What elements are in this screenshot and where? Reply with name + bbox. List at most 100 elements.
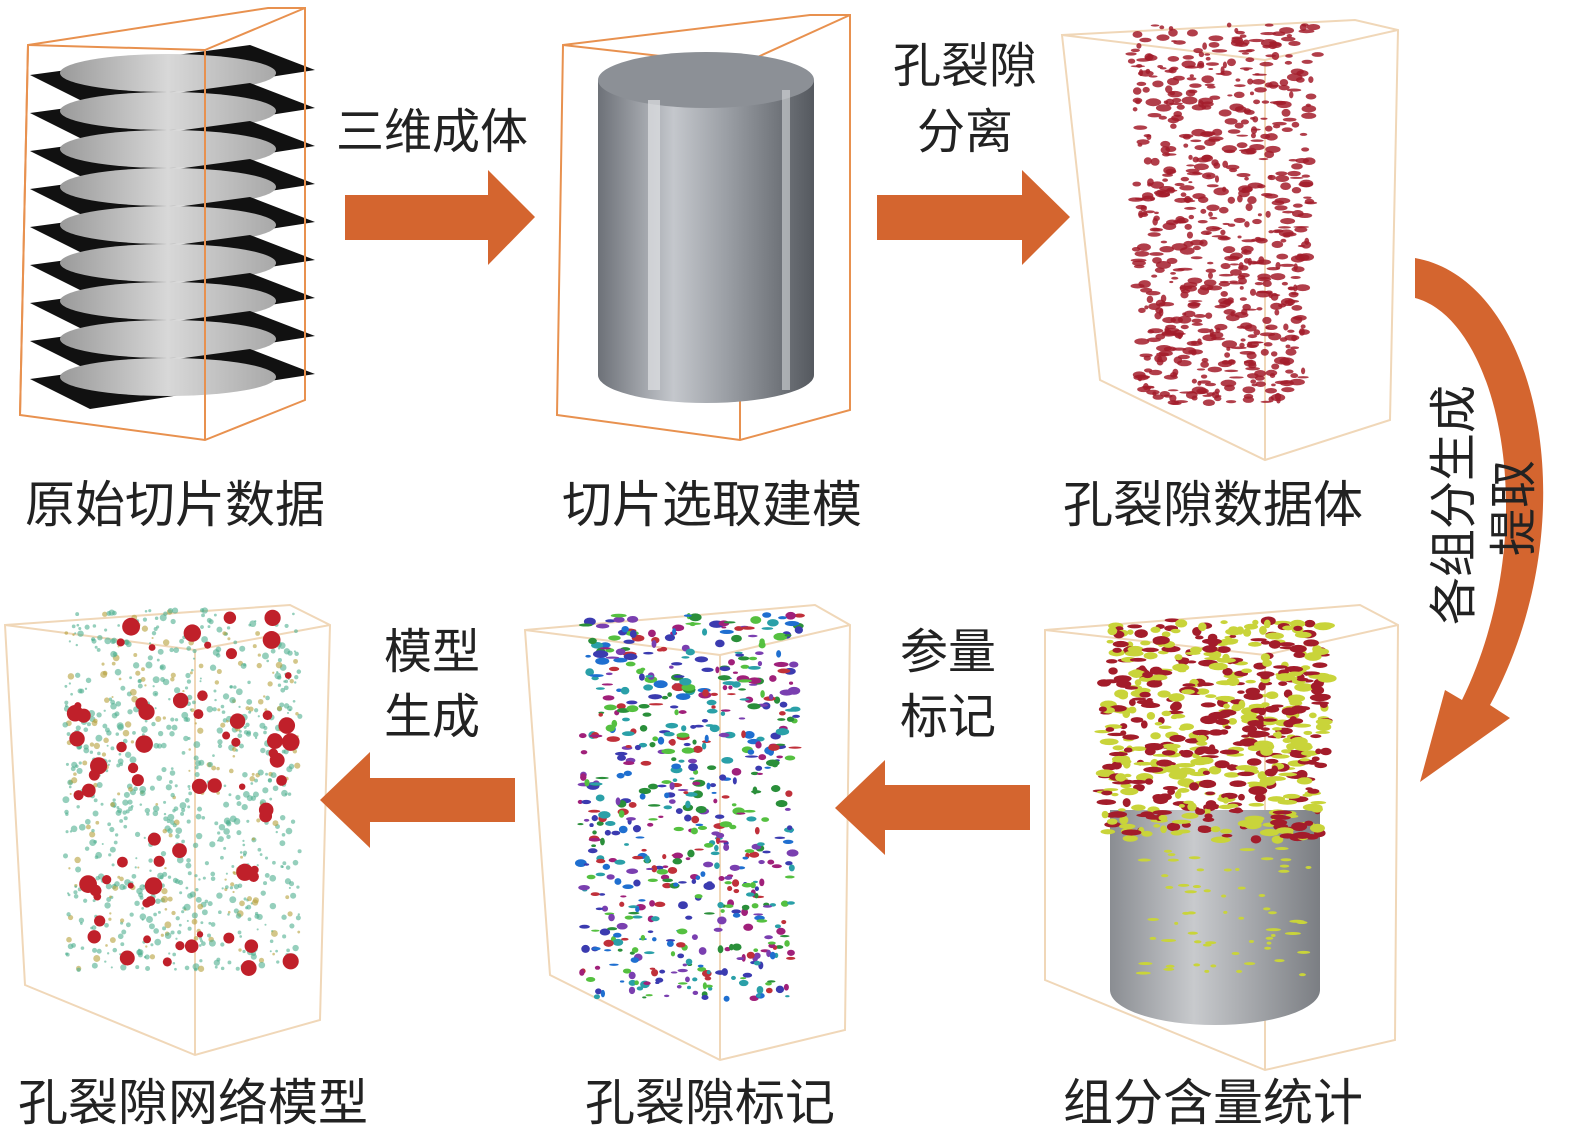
labeled-pore-blob: [605, 656, 620, 659]
labeled-pore-blob: [598, 811, 611, 819]
labeled-pore-blob: [685, 915, 693, 920]
large-pore-sphere: [81, 783, 96, 798]
pore-blob: [1239, 286, 1244, 290]
pore-blob: [1151, 274, 1158, 278]
component-blob: [1150, 758, 1159, 768]
component-blob: [1271, 754, 1290, 759]
labeled-pore-blob: [672, 852, 684, 859]
network-node: [94, 855, 99, 860]
pore-blob: [1247, 78, 1254, 85]
pore-blob: [1301, 174, 1311, 178]
pore-blob: [1229, 376, 1244, 379]
pore-blob: [1264, 193, 1279, 199]
network-node: [68, 682, 72, 685]
pore-blob: [1200, 361, 1209, 368]
pore-blob: [1160, 146, 1171, 154]
labeled-pore-blob: [740, 626, 755, 630]
network-node: [293, 658, 298, 664]
pore-blob: [1137, 70, 1154, 77]
mineral-blob: [1167, 853, 1176, 857]
labeled-pore-blob: [751, 903, 759, 909]
network-node: [239, 851, 243, 854]
network-node: [170, 717, 175, 722]
network-node: [75, 643, 78, 647]
slice-disk: [60, 358, 276, 396]
slice-disk: [60, 244, 276, 282]
component-blob: [1265, 758, 1279, 764]
pore-blob: [1224, 369, 1239, 373]
pore-blob: [1301, 240, 1312, 249]
pore-network-panel: [3, 603, 332, 1057]
network-node: [154, 938, 162, 946]
network-node: [78, 823, 86, 831]
labeled-pore-blob: [768, 693, 774, 700]
large-pore-sphere: [69, 731, 85, 747]
component-blob: [1272, 815, 1291, 820]
labeled-pore-blob: [713, 798, 718, 804]
network-node: [238, 729, 242, 733]
labeled-pore-blob: [644, 855, 650, 864]
component-blob: [1157, 690, 1171, 698]
labeled-pore-blob: [733, 888, 740, 894]
pore-volume-panel: [1060, 18, 1400, 462]
network-node: [245, 906, 249, 910]
caption-pore-volume: 孔裂隙数据体: [1063, 476, 1363, 534]
network-node: [217, 831, 221, 835]
component-blob: [1222, 797, 1229, 804]
mineral-blob: [1210, 964, 1217, 968]
network-node: [89, 750, 94, 754]
component-blob: [1143, 766, 1164, 773]
large-pore-sphere: [262, 631, 281, 649]
labeled-pore-blob: [625, 661, 636, 667]
labeled-pore-blob: [640, 760, 652, 766]
pore-blob: [1221, 360, 1230, 365]
network-node: [201, 815, 206, 820]
labeled-pore-blob: [584, 779, 590, 787]
component-blob: [1160, 825, 1167, 834]
bounding-box: [1060, 18, 1400, 462]
pore-blob: [1159, 25, 1165, 30]
labeled-pore-blob: [683, 791, 689, 794]
network-node: [93, 798, 98, 803]
pore-blob: [1260, 32, 1277, 36]
component-blob: [1181, 689, 1195, 695]
step-label-label-2: 标记: [900, 689, 996, 745]
component-blob: [1100, 829, 1116, 835]
component-blob: [1314, 762, 1328, 769]
network-node: [250, 795, 256, 801]
network-node: [281, 749, 286, 754]
component-blob: [1293, 625, 1303, 632]
pore-blob: [1227, 94, 1233, 97]
network-node: [95, 875, 100, 881]
labeled-pore-blob: [628, 802, 637, 808]
mineral-blob: [1258, 893, 1266, 897]
network-node: [68, 867, 71, 870]
labeled-pore-blob: [662, 878, 673, 883]
network-node: [152, 810, 159, 817]
component-blob: [1268, 640, 1281, 649]
component-blob: [1099, 738, 1119, 746]
component-blob: [1106, 818, 1118, 825]
network-node: [256, 818, 261, 823]
network-node: [290, 892, 297, 899]
network-node: [193, 755, 199, 761]
component-blob: [1178, 726, 1187, 731]
network-node: [162, 926, 167, 931]
component-blob: [1281, 707, 1299, 716]
labeled-pore-blob: [589, 782, 603, 786]
pore-blob: [1147, 182, 1152, 187]
network-node: [83, 727, 89, 733]
component-blob: [1124, 650, 1144, 657]
network-node: [272, 860, 276, 865]
network-node: [254, 778, 258, 783]
labeled-pore-blob: [595, 657, 610, 665]
component-blob: [1189, 646, 1202, 654]
component-blob: [1222, 667, 1233, 676]
labeled-pore-blob: [758, 754, 767, 761]
mineral-blob: [1274, 959, 1285, 963]
network-node: [169, 647, 174, 653]
labeled-pore-blob: [605, 672, 613, 676]
pore-blob: [1208, 35, 1224, 42]
component-blob: [1134, 679, 1142, 686]
pore-blob: [1138, 307, 1146, 313]
